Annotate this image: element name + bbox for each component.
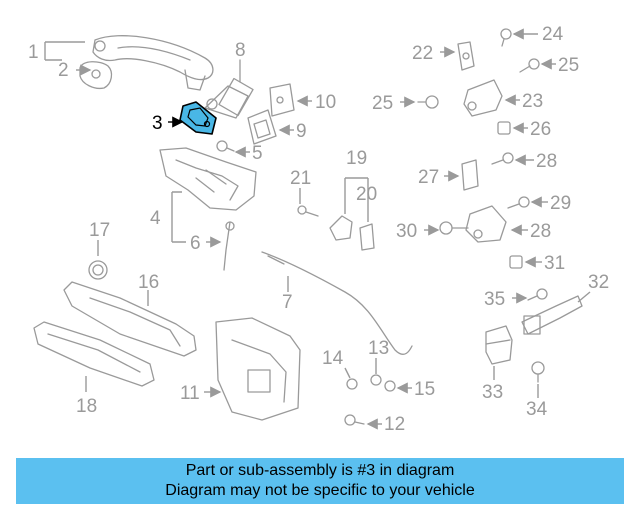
- leader-1: [44, 41, 85, 61]
- part-bracket-22: [457, 41, 475, 71]
- part-clip-13: [370, 374, 382, 386]
- part-clip-15: [384, 380, 396, 392]
- part-bolt-29: [491, 152, 514, 165]
- callout-25a: 25: [558, 55, 579, 76]
- banner-line-2: Diagram may not be specific to your vehi…: [165, 482, 475, 499]
- callout-35: 35: [484, 289, 505, 310]
- part-bolt-35: [527, 288, 548, 301]
- callout-26: 26: [530, 119, 551, 140]
- callout-32: 32: [588, 272, 609, 293]
- part-bracket-19: [329, 215, 375, 251]
- callout-34: 34: [526, 399, 548, 420]
- callout-11: 11: [180, 383, 200, 404]
- part-grommet: [88, 260, 108, 280]
- callout-7: 7: [282, 292, 293, 313]
- callout-24: 24: [542, 24, 564, 45]
- part-handle-gasket: [79, 61, 113, 90]
- callout-28: 28: [530, 221, 551, 242]
- part-hinge-23: [463, 79, 503, 117]
- part-bushing-31: [509, 255, 523, 269]
- callout-17: 17: [89, 220, 110, 241]
- callout-12: 12: [384, 414, 405, 435]
- leader-32: [577, 291, 591, 303]
- part-interior-bezel: [33, 321, 155, 387]
- part-rod-6: [223, 221, 235, 271]
- callout-31: 31: [544, 253, 565, 274]
- leader-14: [344, 367, 351, 379]
- callout-23: 23: [522, 91, 543, 112]
- part-block-33: [485, 325, 513, 365]
- part-bolt-25a: [519, 58, 540, 73]
- callout-10: 10: [315, 92, 336, 113]
- banner-line-1: Part or sub-assembly is #3 in diagram: [185, 462, 455, 479]
- callout-1: 1: [28, 42, 39, 63]
- parts-diagram: 1 2 8 10 9 3 5 4: [28, 24, 609, 435]
- callout-30a: 29: [550, 193, 571, 214]
- callout-33: 33: [482, 382, 503, 403]
- part-screw-34: [531, 361, 545, 383]
- callout-3: 3: [152, 113, 163, 134]
- part-hinge-28: [465, 205, 507, 243]
- callout-14: 14: [322, 348, 344, 369]
- callout-25b: 25: [372, 93, 393, 114]
- part-interior-handle: [63, 281, 197, 357]
- callout-22: 22: [412, 43, 433, 64]
- callout-30b: 30: [396, 221, 417, 242]
- callout-2: 2: [58, 60, 69, 81]
- leader-19: [344, 177, 369, 222]
- part-screw-5: [216, 140, 235, 152]
- callout-19: 19: [346, 148, 367, 169]
- callout-8: 8: [235, 40, 246, 61]
- leader-4: [171, 191, 186, 243]
- callout-13: 13: [368, 338, 389, 359]
- callout-4: 4: [150, 208, 161, 229]
- part-cable: [261, 251, 413, 355]
- callout-16: 16: [138, 272, 159, 293]
- part-bezel: [269, 83, 295, 117]
- part-handle-carrier: [159, 147, 257, 211]
- part-seal: [247, 109, 277, 145]
- part-3-highlighted: [179, 101, 217, 135]
- callout-9: 9: [296, 121, 307, 142]
- callout-5: 5: [252, 143, 263, 164]
- callout-21: 21: [290, 168, 311, 189]
- part-bolt-30a: [507, 196, 530, 209]
- part-exterior-handle: [92, 35, 214, 91]
- info-banner: Part or sub-assembly is #3 in diagram Di…: [16, 458, 624, 504]
- part-bushing-26: [497, 121, 511, 135]
- part-door-check-32: [521, 295, 583, 335]
- part-clip-14: [346, 378, 358, 390]
- part-bolt-30b: [439, 221, 469, 235]
- part-door-latch: [215, 317, 301, 421]
- part-bolt-24: [500, 28, 512, 47]
- callout-6: 6: [190, 233, 201, 254]
- callout-29: 28: [536, 151, 557, 172]
- callout-18: 18: [76, 396, 97, 417]
- part-lock-cylinder: [204, 59, 254, 119]
- callout-20: 20: [356, 184, 377, 205]
- part-screw-12: [344, 414, 365, 426]
- part-bolt-21: [297, 205, 319, 217]
- callout-27: 27: [418, 167, 439, 188]
- callout-15: 15: [414, 379, 435, 400]
- part-bracket-27: [461, 159, 479, 191]
- part-bolt-25b: [417, 95, 439, 109]
